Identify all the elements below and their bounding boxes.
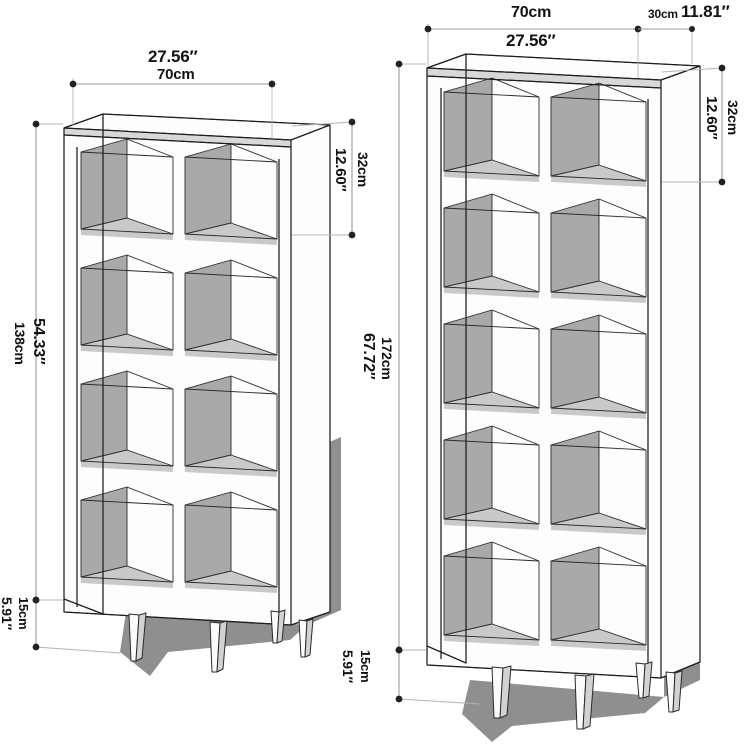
right-leg-height-inch-label: 5.91″	[340, 650, 356, 683]
left-bookcase	[63, 113, 331, 673]
right-body-height-cm-label: 172cm	[379, 337, 395, 380]
right-legs	[491, 661, 683, 730]
right-width-cm-label: 70cm	[511, 4, 552, 21]
right-leg-height-cm-label: 15cm	[358, 650, 373, 683]
left-cubes	[80, 138, 278, 593]
left-leg-height-cm-label: 15cm	[16, 597, 31, 630]
left-leg-height-inch-label: 5.91″	[0, 597, 15, 630]
right-depth-inch-label: 11.81″	[681, 2, 730, 21]
right-bookcase	[426, 53, 701, 730]
left-width-cm-label: 70cm	[157, 66, 195, 83]
right-body-height-inch-label: 67.72″	[360, 333, 377, 380]
left-width-inch-label: 27.56″	[148, 47, 198, 66]
left-body-height-cm-label: 138cm	[12, 322, 28, 365]
right-width-inch-label: 27.56″	[506, 31, 556, 50]
left-cube-height-inch-label: 12.60″	[332, 148, 349, 192]
right-cube-height-inch-label: 12.60″	[703, 96, 720, 140]
left-legs	[128, 609, 314, 673]
left-dimensions	[32, 78, 356, 654]
right-cube-height-cm-label: 32cm	[725, 100, 741, 136]
right-cubes	[443, 77, 647, 651]
left-cube-height-cm-label: 32cm	[355, 152, 371, 188]
left-body-height-inch-label: 54.33″	[30, 318, 47, 365]
right-dimensions	[395, 24, 726, 705]
right-depth-cm-label: 30cm	[648, 7, 678, 21]
